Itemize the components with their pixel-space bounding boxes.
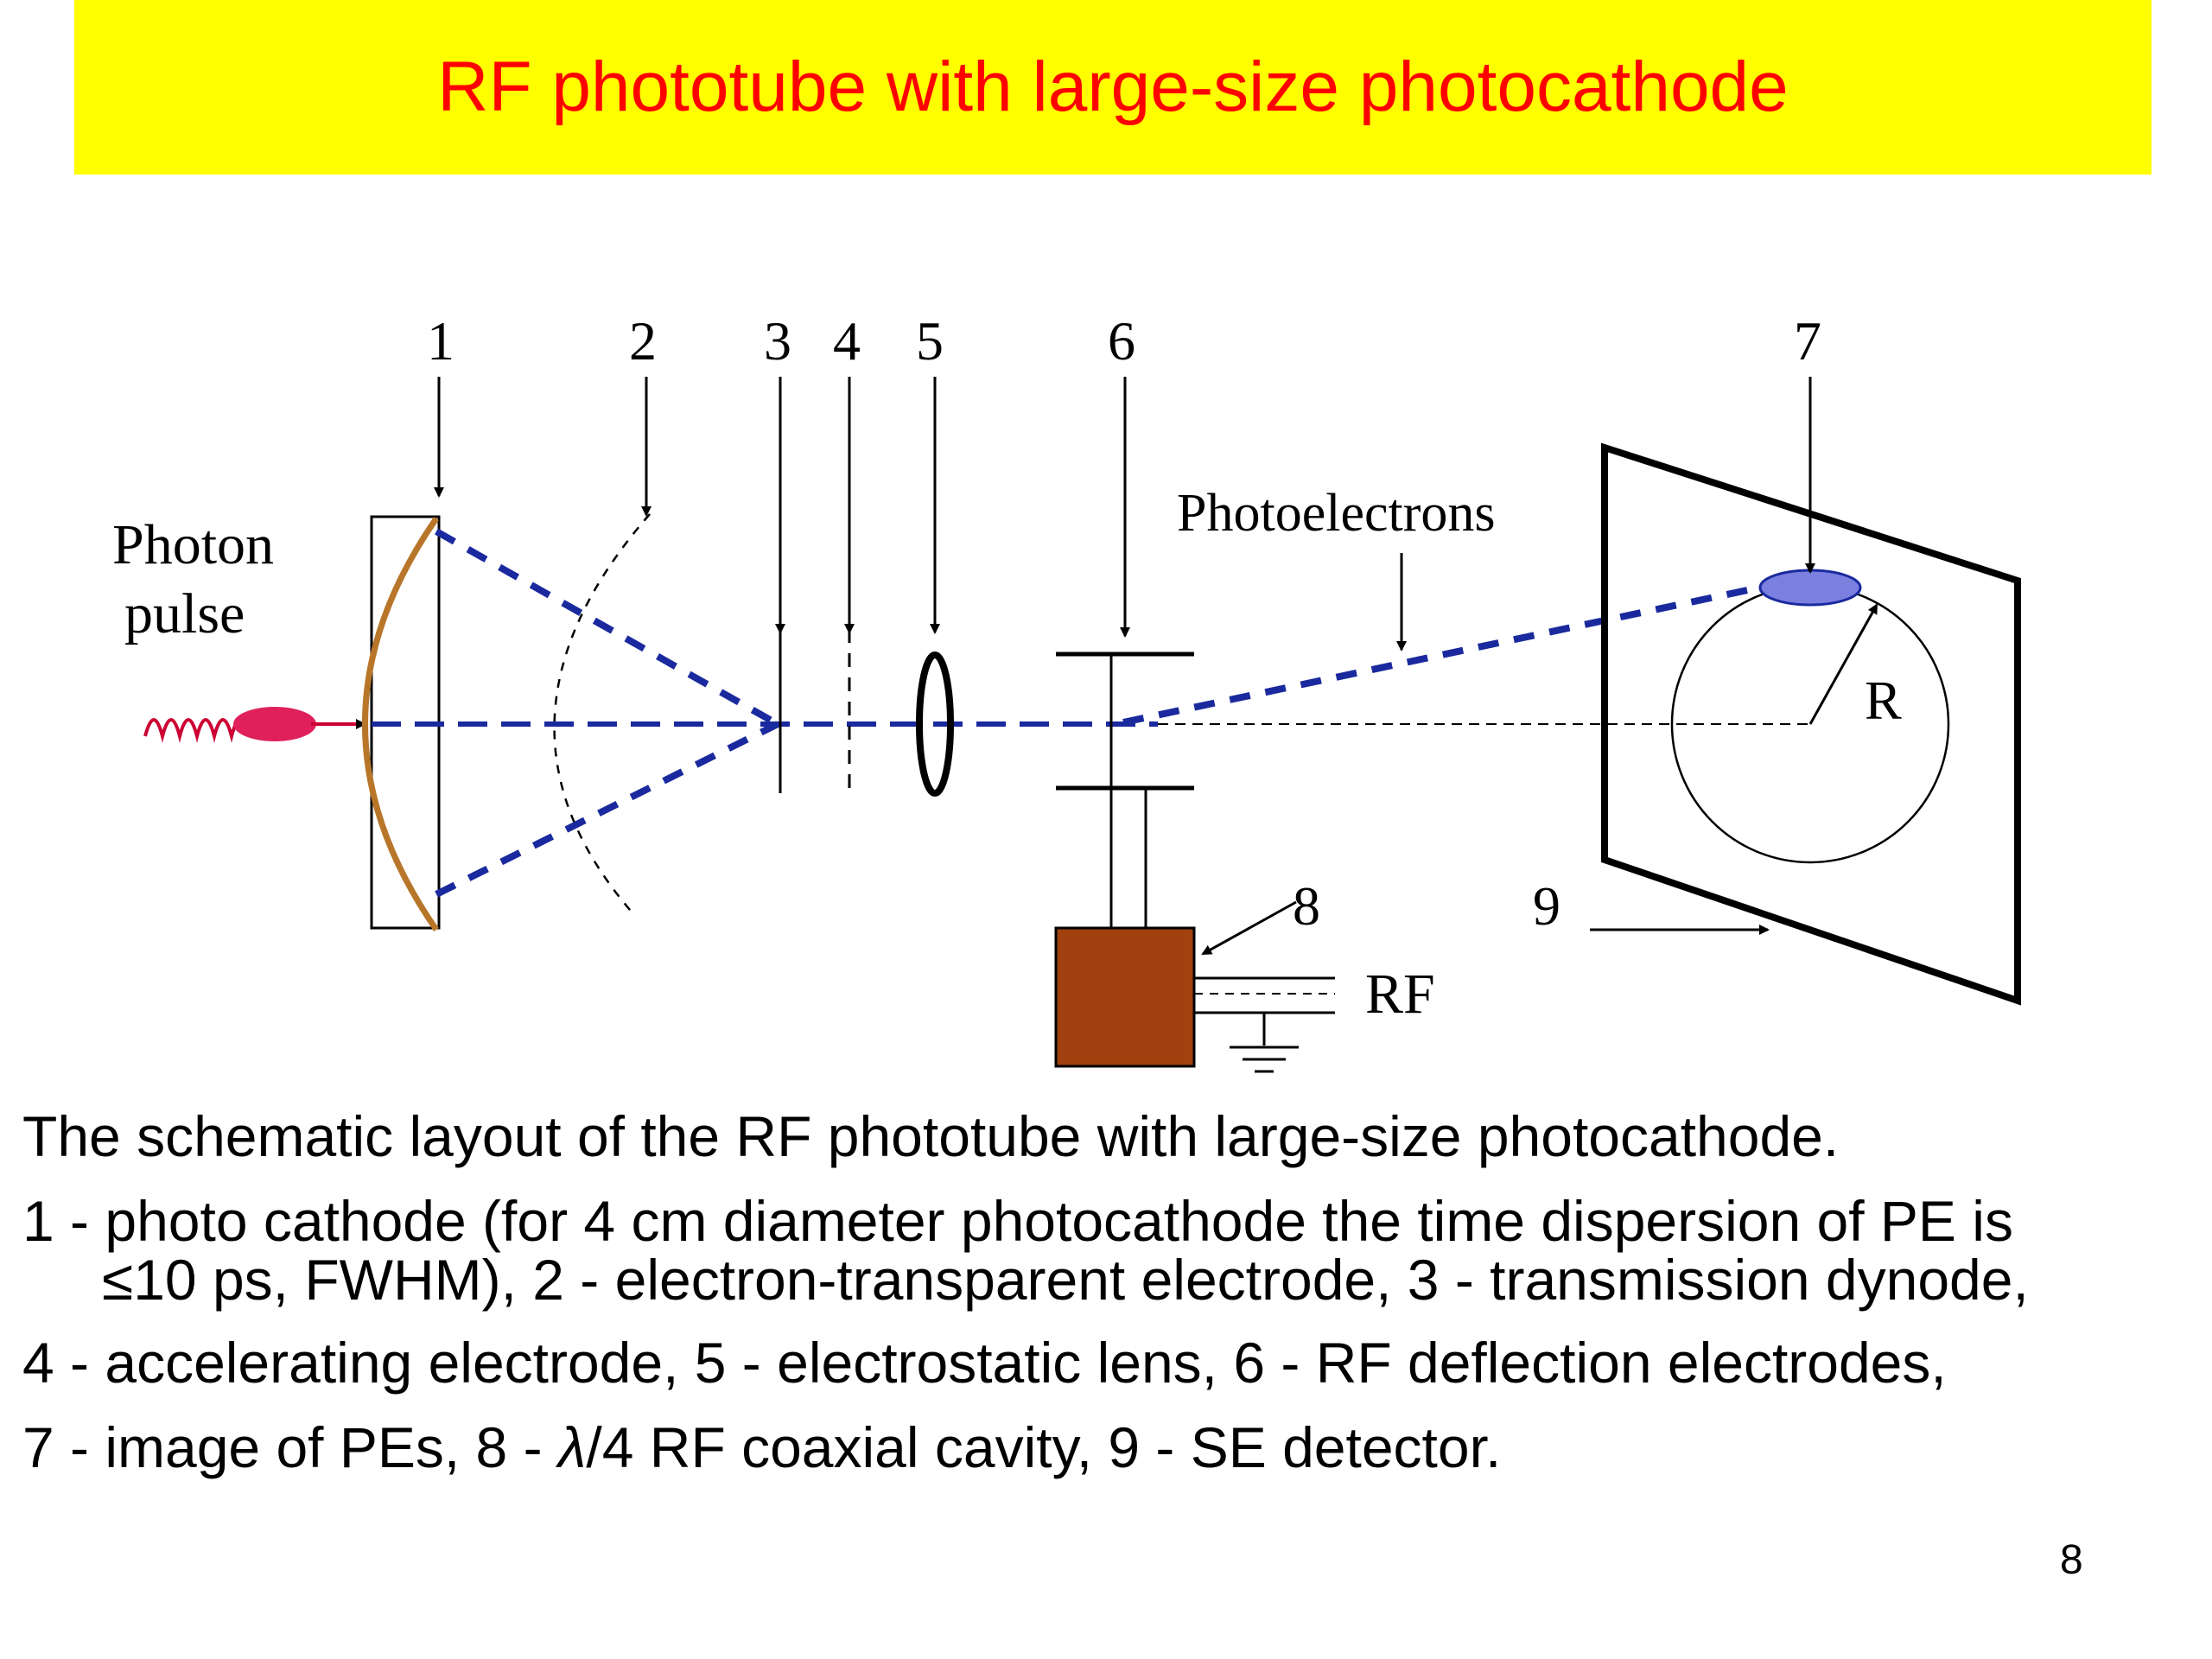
pe-image-spot: [1758, 569, 1862, 607]
component-number-6: 6: [1108, 310, 1135, 372]
caption-line-3-suffix: /4 RF coaxial cavity, 9 - SE detector.: [586, 1415, 1502, 1479]
photon-pulse: [143, 707, 366, 743]
component-number-8: 8: [1293, 875, 1320, 937]
caption-line-3-prefix: 7 - image of PEs, 8 -: [22, 1415, 558, 1479]
photoelectrons-label: Photoelectrons: [1177, 484, 1496, 543]
rf-coaxial-cavity: [1054, 926, 1196, 1068]
component-number-3: 3: [764, 310, 791, 372]
electron-beam-lower: [435, 721, 779, 898]
photon-wave: [143, 718, 251, 743]
rf-label: RF: [1365, 963, 1435, 1026]
se-detector-screen: [1601, 442, 2021, 1006]
photocathode-curve: [362, 517, 439, 931]
rf-connector: [1194, 976, 1335, 1073]
caption-line-2: 4 - accelerating electrode, 5 - electros…: [22, 1331, 1947, 1395]
caption-item-2: 4 - accelerating electrode, 5 - electros…: [22, 1334, 1947, 1391]
photon-pulse-label-line2: pulse: [124, 582, 245, 645]
electron-beam-upper: [435, 528, 779, 728]
caption-item-1: 1 - photo cathode (for 4 cm diameter pho…: [22, 1192, 2029, 1308]
slide-title: RF phototube with large-size photocathod…: [437, 48, 1789, 126]
caption-line-3-lambda: λ: [557, 1415, 587, 1479]
caption-intro: The schematic layout of the RF phototube…: [22, 1108, 1839, 1165]
caption-intro-text: The schematic layout of the RF phototube…: [22, 1104, 1840, 1168]
component-number-1: 1: [427, 310, 454, 372]
caption-item-3: 7 - image of PEs, 8 - λ/4 RF coaxial cav…: [22, 1419, 1501, 1476]
photon-pulse-label-line1: Photon: [112, 513, 274, 576]
caption-line-1b: ≤10 ps, FWHM), 2 - electron-transparent …: [102, 1248, 2029, 1312]
component-number-5: 5: [916, 310, 944, 372]
page-number: 8: [2060, 1537, 2083, 1583]
title-banner: RF phototube with large-size photocathod…: [74, 0, 2152, 175]
transparent-electrode-curve: [553, 513, 651, 917]
photoelectron-beam: [1122, 580, 1781, 726]
phototube-schematic: Photon pulse RF R Photoelectrons 1: [112, 310, 2021, 1073]
caption-line-1a: 1 - photo cathode (for 4 cm diameter pho…: [22, 1189, 2013, 1253]
electrostatic-lens: [916, 652, 954, 797]
component-number-2: 2: [629, 310, 657, 372]
component-number-7: 7: [1794, 310, 1821, 372]
component-number-4: 4: [833, 310, 861, 372]
radius-label: R: [1865, 670, 1902, 731]
photon-blob: [233, 707, 316, 741]
component-number-9: 9: [1533, 875, 1560, 937]
radius-arrow: [1808, 603, 1878, 725]
pointer-8: [1201, 900, 1297, 956]
